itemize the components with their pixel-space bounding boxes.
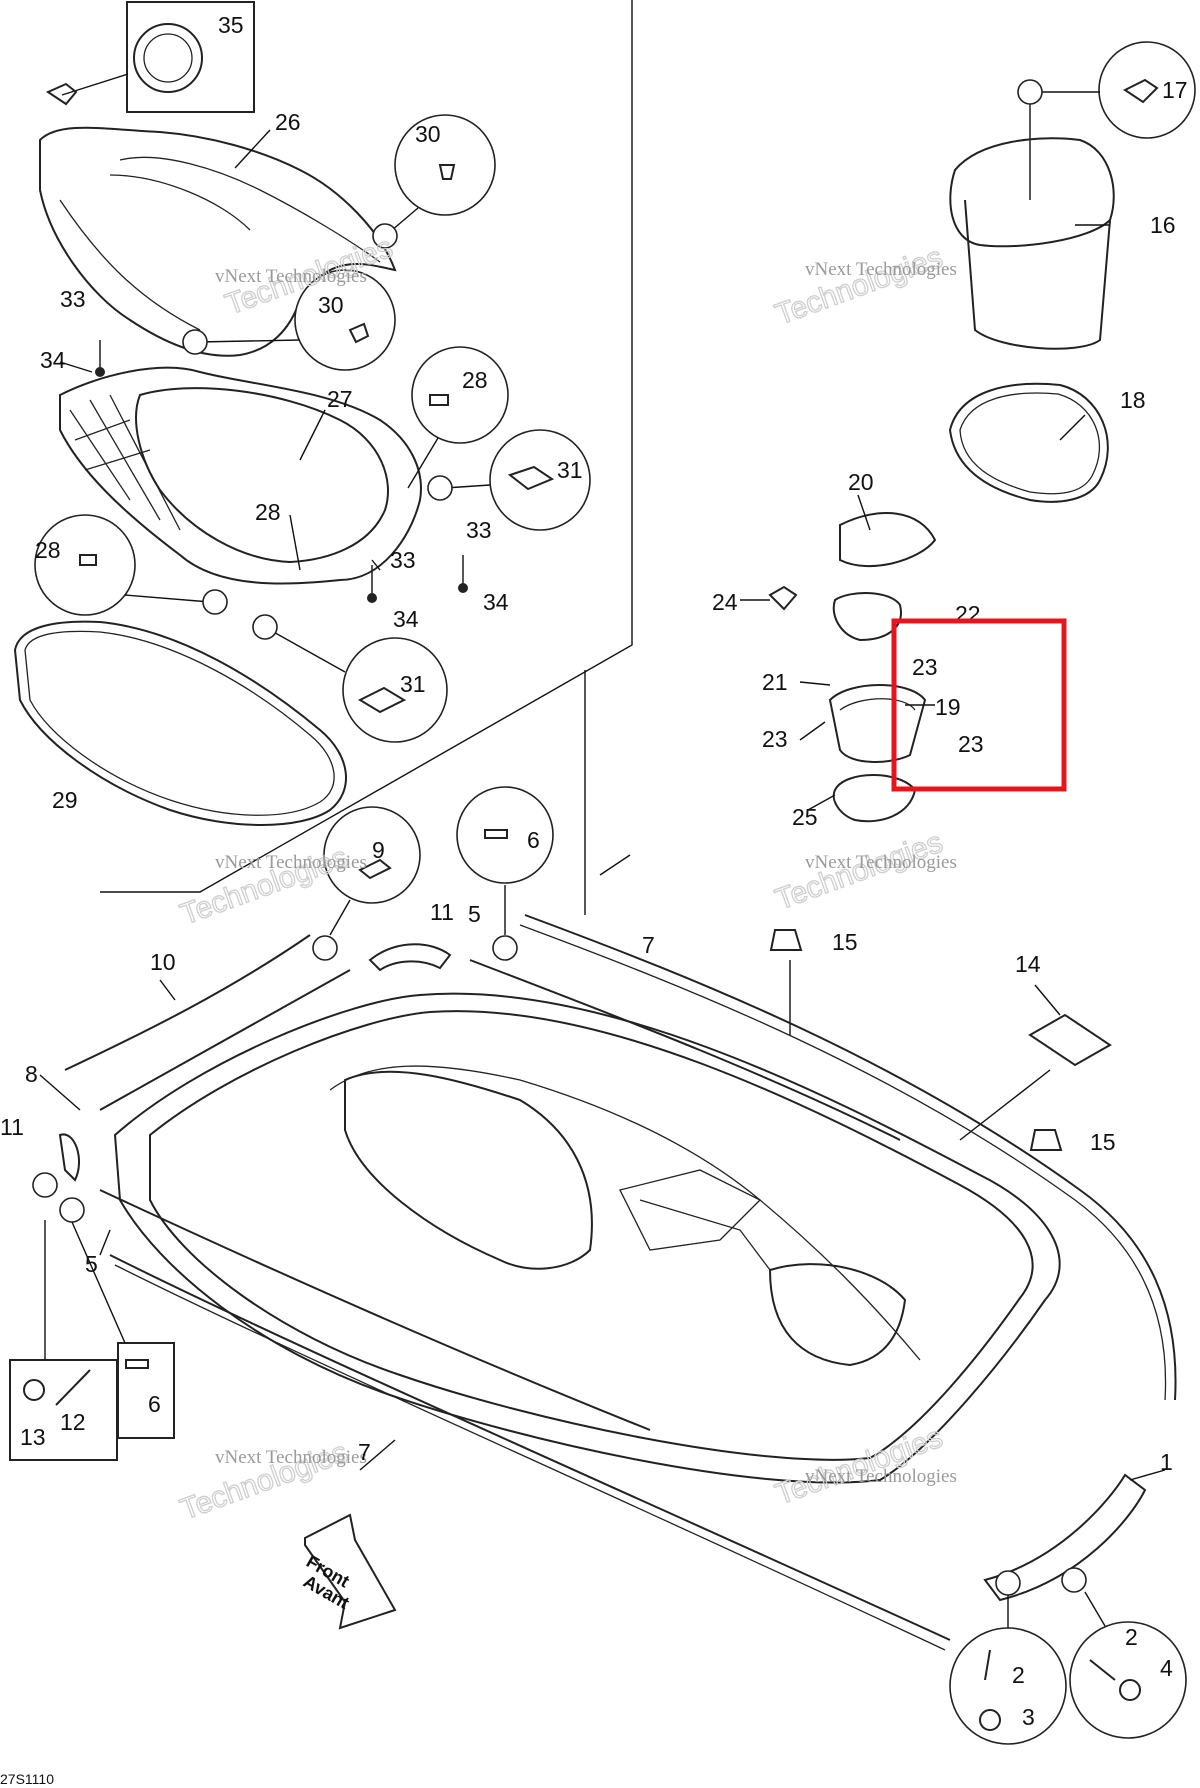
label-23: 23 <box>912 654 938 680</box>
label-7: 7 <box>642 932 655 958</box>
divider-lines <box>100 0 633 915</box>
watermark-company: vNext Technologies <box>215 266 367 287</box>
detail-circle-30-bottom <box>182 269 396 371</box>
label-5: 5 <box>468 901 481 927</box>
part-27-seat-frame <box>59 366 422 585</box>
label-15: 15 <box>1090 1129 1116 1155</box>
label-11: 11 <box>430 899 454 925</box>
part-19-glovebox <box>828 684 927 763</box>
detail-circle-31-top <box>427 429 591 531</box>
label-25: 25 <box>792 804 818 830</box>
watermark-company: vNext Technologies <box>215 1447 367 1468</box>
part-7-rub-rail-lower <box>109 1254 951 1651</box>
label-14: 14 <box>1015 951 1041 977</box>
part-5-strip-lower <box>99 1189 651 1431</box>
part-11-side-piece <box>58 1133 80 1182</box>
front-arrow: Front Avant <box>300 1513 397 1630</box>
part-14-plate <box>959 1013 1112 1141</box>
detail-box-6 <box>71 1221 175 1439</box>
label-9: 9 <box>372 837 385 863</box>
label-12: 12 <box>60 1409 86 1435</box>
label-28: 28 <box>35 537 61 563</box>
label-28: 28 <box>255 499 281 525</box>
label-29: 29 <box>52 787 78 813</box>
label-11: 11 <box>0 1114 24 1140</box>
label-27: 27 <box>327 386 353 412</box>
label-1: 1 <box>1160 1449 1173 1475</box>
watermark-word: Technologies <box>771 241 947 332</box>
label-15: 15 <box>832 929 858 955</box>
detail-circle-31-bottom <box>252 614 448 743</box>
label-8: 8 <box>25 1061 38 1087</box>
label-16: 16 <box>1150 212 1176 238</box>
detail-circle-2-3 <box>949 1595 1067 1745</box>
label-34: 34 <box>393 606 419 632</box>
watermark-company: vNext Technologies <box>805 852 957 873</box>
part-20-lid <box>839 512 937 568</box>
watermark-company: vNext Technologies <box>805 1466 957 1487</box>
detail-circle-28-left <box>34 514 228 616</box>
label-26: 26 <box>275 109 301 135</box>
watermarks: Technologies vNext Technologies Technolo… <box>175 230 957 1527</box>
part-18-bin-gasket <box>948 382 1109 503</box>
diagram-code: 27S1110 <box>0 1771 54 1787</box>
label-10: 10 <box>150 949 176 975</box>
label-13: 13 <box>20 1424 46 1450</box>
part-16-storage-bin <box>949 137 1115 350</box>
label-21: 21 <box>762 669 788 695</box>
label-28: 28 <box>462 367 488 393</box>
part-22-glovebox-gasket <box>832 592 902 642</box>
marker-circles <box>32 935 1087 1596</box>
part-hull <box>113 992 1061 1484</box>
detail-circle-30-top <box>372 114 496 249</box>
label-30: 30 <box>318 292 344 318</box>
part-25-glovebox-gasket <box>832 774 917 823</box>
label-34: 34 <box>40 347 66 373</box>
part-11-top-piece <box>368 943 452 972</box>
label-33: 33 <box>390 547 416 573</box>
label-6: 6 <box>527 827 540 853</box>
part-5-strip-upper <box>469 959 901 1141</box>
label-19: 19 <box>935 694 961 720</box>
label-2: 2 <box>1125 1624 1138 1650</box>
detail-circle-17 <box>1017 41 1196 200</box>
detail-circle-9 <box>323 806 421 936</box>
label-33: 33 <box>60 286 86 312</box>
label-31: 31 <box>557 457 583 483</box>
label-23: 23 <box>958 731 984 757</box>
label-33: 33 <box>466 517 492 543</box>
part-10-rail <box>64 934 351 1111</box>
part-29-seat-gasket <box>13 620 347 826</box>
screw-33-34-group <box>95 340 468 603</box>
label-20: 20 <box>848 469 874 495</box>
highlight-box <box>891 618 1067 792</box>
part-24-button <box>768 585 798 611</box>
label-17: 17 <box>1162 77 1188 103</box>
watermark-company: vNext Technologies <box>215 852 367 873</box>
label-35: 35 <box>218 12 244 38</box>
label-4: 4 <box>1160 1655 1173 1681</box>
label-24: 24 <box>712 589 738 615</box>
label-5: 5 <box>85 1251 98 1277</box>
detail-circle-6-top <box>456 786 554 935</box>
label-34: 34 <box>483 589 509 615</box>
label-2: 2 <box>1012 1662 1025 1688</box>
part-labels: 35 26 30 30 33 34 27 28 31 28 33 33 28 3… <box>0 12 1188 1730</box>
part-7-rub-rail-upper <box>519 914 1177 1401</box>
label-30: 30 <box>415 121 441 147</box>
part-1-bumper <box>983 1473 1147 1602</box>
part-35-logo-box <box>45 1 255 113</box>
leader-lines <box>39 129 1166 1481</box>
label-3: 3 <box>1022 1704 1035 1730</box>
label-18: 18 <box>1120 387 1146 413</box>
label-7: 7 <box>358 1439 371 1465</box>
detail-circle-2-4 <box>1069 1591 1187 1739</box>
detail-circle-28-top <box>407 346 509 489</box>
label-31: 31 <box>400 671 426 697</box>
watermark-company: vNext Technologies <box>805 259 957 280</box>
part-26-seat <box>39 126 397 357</box>
label-6: 6 <box>148 1391 161 1417</box>
label-23: 23 <box>762 726 788 752</box>
